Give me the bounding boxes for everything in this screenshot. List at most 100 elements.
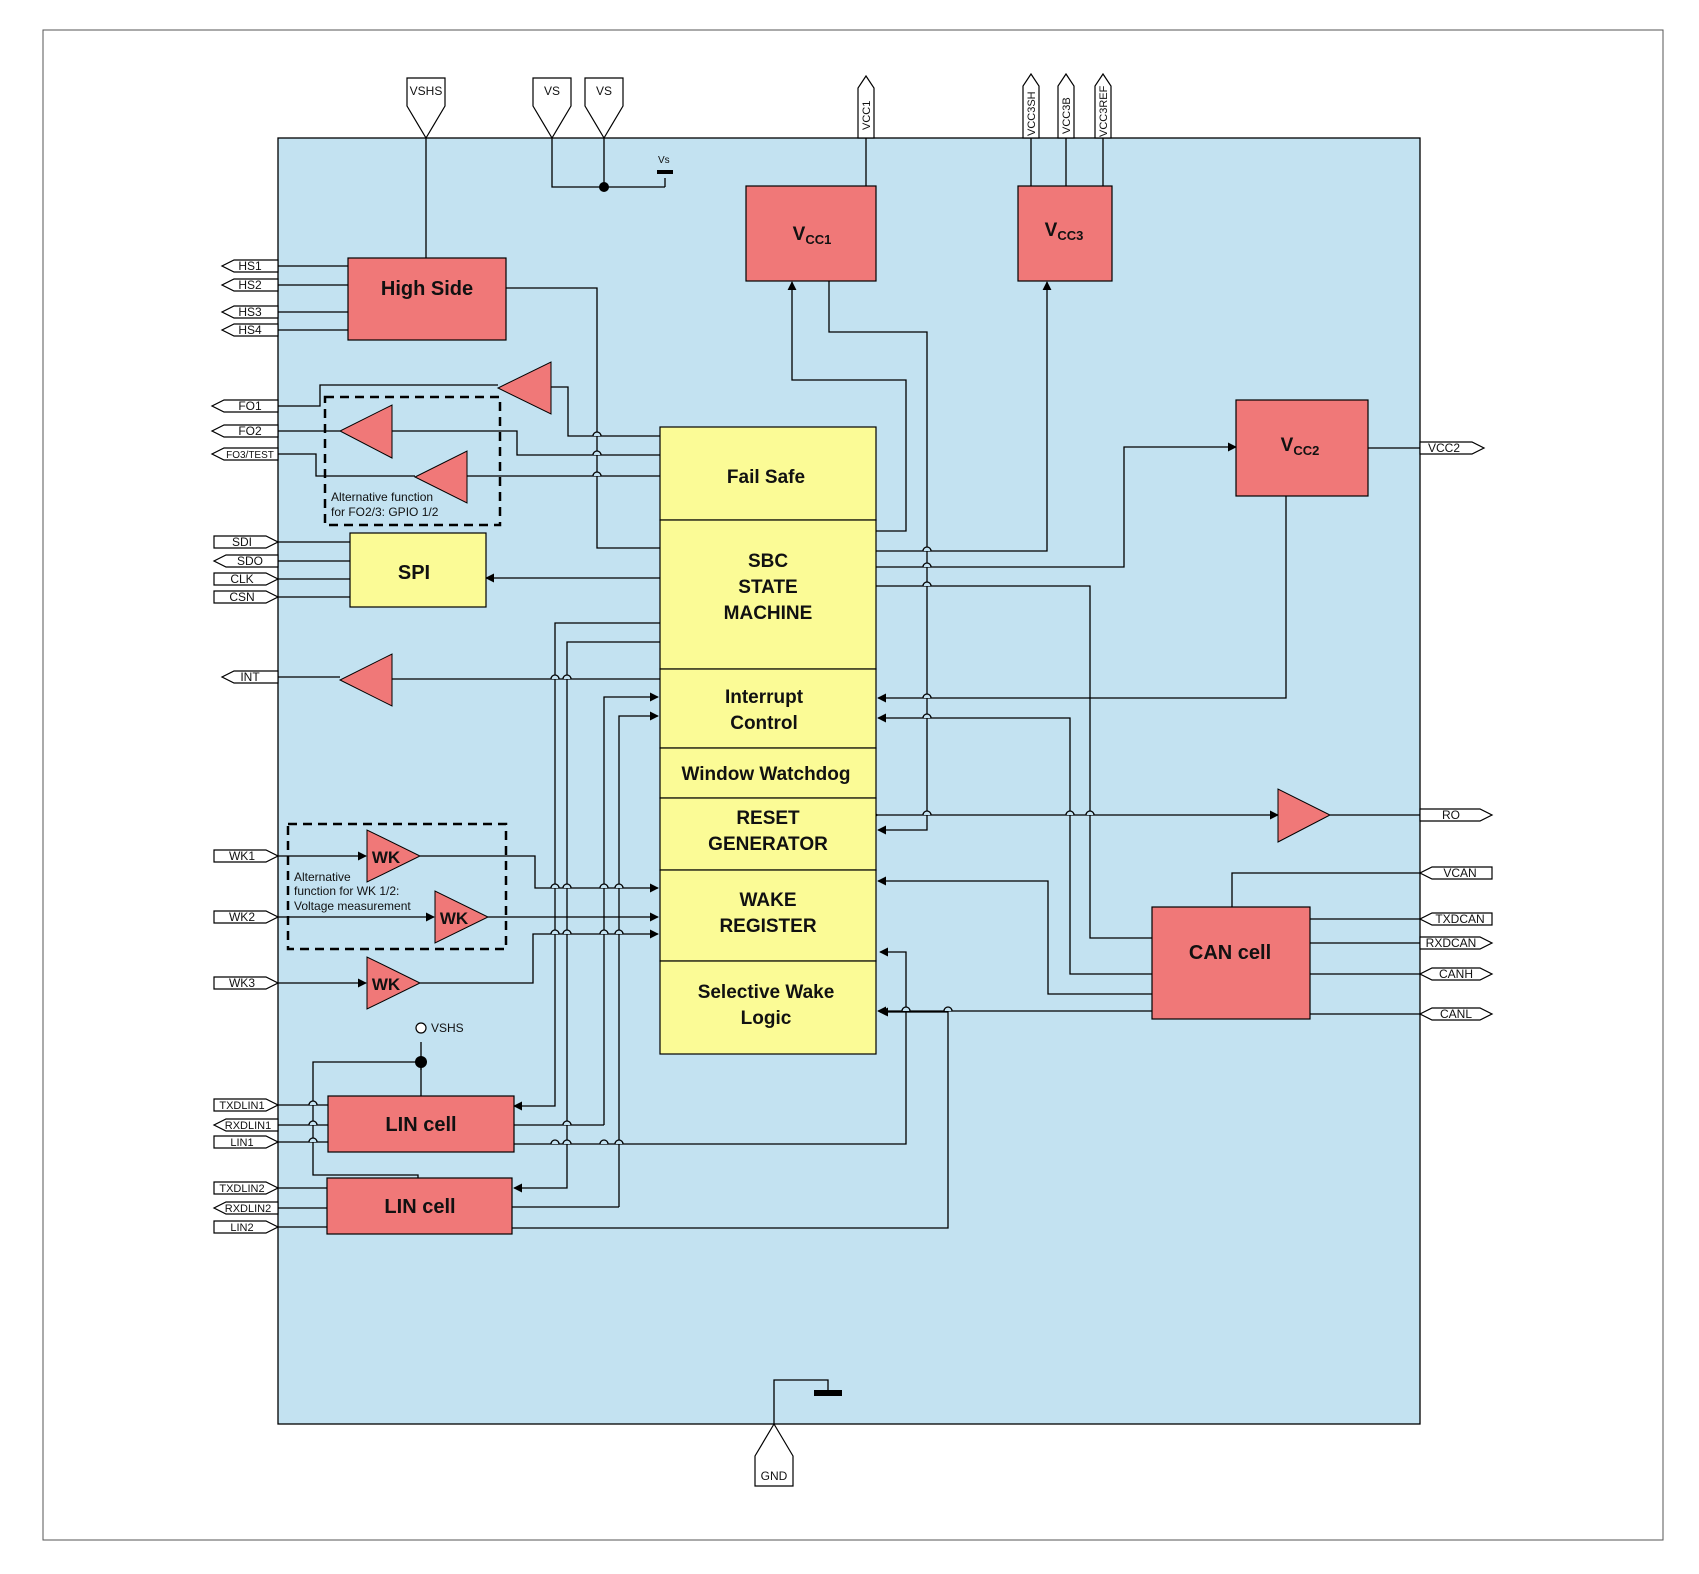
sbc-state-machine-block	[659, 519, 877, 670]
pin-wk1: WK1	[213, 849, 280, 863]
pin-gnd: GND	[754, 1422, 794, 1487]
int-driver-buffer	[338, 653, 393, 707]
control-stack: Fail Safe SBC STATE MACHINE Interrupt Co…	[659, 426, 877, 1055]
wake-register-block	[659, 869, 877, 962]
vcc3-main-label: V	[1045, 220, 1058, 241]
interrupt-label-line1: Interrupt	[725, 687, 804, 708]
pin-fo2: FO2	[210, 424, 279, 438]
pin-vcc2: VCC2	[1419, 441, 1486, 455]
reset-label-line2: GENERATOR	[708, 834, 828, 855]
pin-ro: RO	[1419, 808, 1494, 822]
fo3-driver-buffer	[413, 450, 468, 504]
svg-text:WK1: WK1	[229, 849, 255, 863]
wire-crossing-hops	[308, 431, 1095, 1145]
svg-text:LIN2: LIN2	[230, 1222, 253, 1234]
svg-text:VCC3SH: VCC3SH	[1026, 91, 1038, 136]
pin-fo3-test: FO3/TEST	[210, 447, 279, 461]
svg-text:VCAN: VCAN	[1443, 866, 1476, 880]
pin-vcan: VCAN	[1418, 866, 1493, 880]
svg-text:RXDLIN2: RXDLIN2	[225, 1203, 271, 1215]
svg-text:WK3: WK3	[229, 976, 255, 990]
svg-text:RXDCAN: RXDCAN	[1426, 936, 1477, 950]
svg-text:FO3/TEST: FO3/TEST	[226, 450, 274, 461]
sbc-label-line2: STATE	[738, 577, 797, 598]
vcc2-main-label: V	[1281, 435, 1294, 456]
svg-text:LIN1: LIN1	[230, 1137, 253, 1149]
pin-canh: CANH	[1418, 967, 1494, 981]
wk-alt-function-box	[286, 822, 508, 951]
svg-text:VCC3B: VCC3B	[1061, 97, 1073, 134]
pin-vs-2: VS	[584, 77, 624, 140]
pin-wk3: WK3	[213, 976, 280, 990]
fo-alt-note-line1: Alternative function	[331, 490, 433, 504]
selwake-label-line2: Logic	[741, 1008, 792, 1029]
pin-txdlin1: TXDLIN1	[213, 1098, 280, 1112]
vcc1-sub-label: CC1	[805, 232, 831, 247]
svg-text:TXDLIN1: TXDLIN1	[219, 1100, 264, 1112]
pin-hs4: HS4	[220, 323, 279, 337]
wk2-amp-label: WK	[440, 909, 469, 928]
fo-alt-function-box	[323, 395, 502, 527]
pin-vcc3sh: VCC3SH	[1022, 72, 1040, 139]
svg-text:VCC1: VCC1	[861, 101, 873, 130]
pin-clk: CLK	[213, 572, 280, 586]
svg-text:VCC1: VCC1	[793, 224, 832, 247]
svg-text:VCC3REF: VCC3REF	[1098, 85, 1110, 137]
pin-vcc1: VCC1	[857, 74, 875, 139]
pin-vs-1: VS	[532, 77, 572, 140]
reset-label-line1: RESET	[736, 808, 800, 829]
window-watchdog-label: Window Watchdog	[681, 764, 850, 785]
ro-driver-buffer	[1277, 788, 1332, 843]
svg-text:SDI: SDI	[232, 535, 252, 549]
vs-junction-dot	[599, 182, 609, 192]
vcc3-regulator-block: VCC3	[1017, 185, 1113, 282]
svg-text:HS3: HS3	[238, 305, 262, 319]
svg-text:FO2: FO2	[238, 424, 262, 438]
pin-canl: CANL	[1418, 1007, 1494, 1021]
fo2-driver-buffer	[338, 404, 393, 459]
fo1-driver-buffer	[496, 361, 552, 415]
vcc2-sub-label: CC2	[1293, 443, 1319, 458]
wk-alt-note-line3: Voltage measurement	[294, 899, 411, 913]
svg-text:TXDCAN: TXDCAN	[1435, 912, 1484, 926]
gnd-symbol	[814, 1390, 842, 1396]
wires	[278, 138, 1420, 1424]
wk1-amp-label: WK	[372, 848, 401, 867]
pin-sdo: SDO	[212, 554, 279, 568]
sbc-label-line3: MACHINE	[724, 603, 813, 624]
wake-label-line2: REGISTER	[719, 916, 816, 937]
lin-cell-2-label: LIN cell	[384, 1196, 455, 1218]
window-watchdog-block	[659, 747, 877, 799]
lin-cell-1-label: LIN cell	[385, 1114, 456, 1136]
interrupt-label-line2: Control	[730, 713, 798, 734]
svg-text:HS1: HS1	[238, 259, 262, 273]
svg-text:CANH: CANH	[1439, 967, 1473, 981]
lin-cell-1-block: LIN cell	[327, 1095, 515, 1153]
vshs-open-node	[415, 1022, 427, 1034]
svg-text:RO: RO	[1442, 808, 1460, 822]
selective-wake-block	[659, 960, 877, 1055]
svg-text:VS: VS	[596, 84, 612, 98]
pin-vcc3ref: VCC3REF	[1094, 72, 1112, 139]
svg-text:VCC2: VCC2	[1428, 441, 1460, 455]
svg-text:VSHS: VSHS	[410, 84, 443, 98]
pin-txdcan: TXDCAN	[1418, 912, 1493, 926]
svg-text:HS4: HS4	[238, 323, 262, 337]
wake-label-line1: WAKE	[740, 890, 797, 911]
svg-text:VCC3: VCC3	[1045, 220, 1084, 243]
lin-cell-2-block: LIN cell	[326, 1177, 513, 1235]
pin-wk2: WK2	[213, 910, 280, 924]
pin-rxdcan: RXDCAN	[1419, 936, 1494, 950]
wk3-amp-label: WK	[372, 975, 401, 994]
svg-text:FO1: FO1	[238, 399, 262, 413]
fail-safe-block	[659, 426, 877, 521]
pin-vcc3b: VCC3B	[1057, 72, 1075, 139]
high-side-block: High Side	[347, 257, 507, 341]
svg-text:CLK: CLK	[230, 572, 253, 586]
can-cell-label: CAN cell	[1189, 942, 1271, 964]
fo-alt-note-line2: for FO2/3: GPIO 1/2	[331, 505, 439, 519]
pin-hs2: HS2	[220, 278, 279, 292]
pin-lin2: LIN2	[213, 1220, 280, 1234]
pin-rxdlin2: RXDLIN2	[212, 1201, 279, 1215]
